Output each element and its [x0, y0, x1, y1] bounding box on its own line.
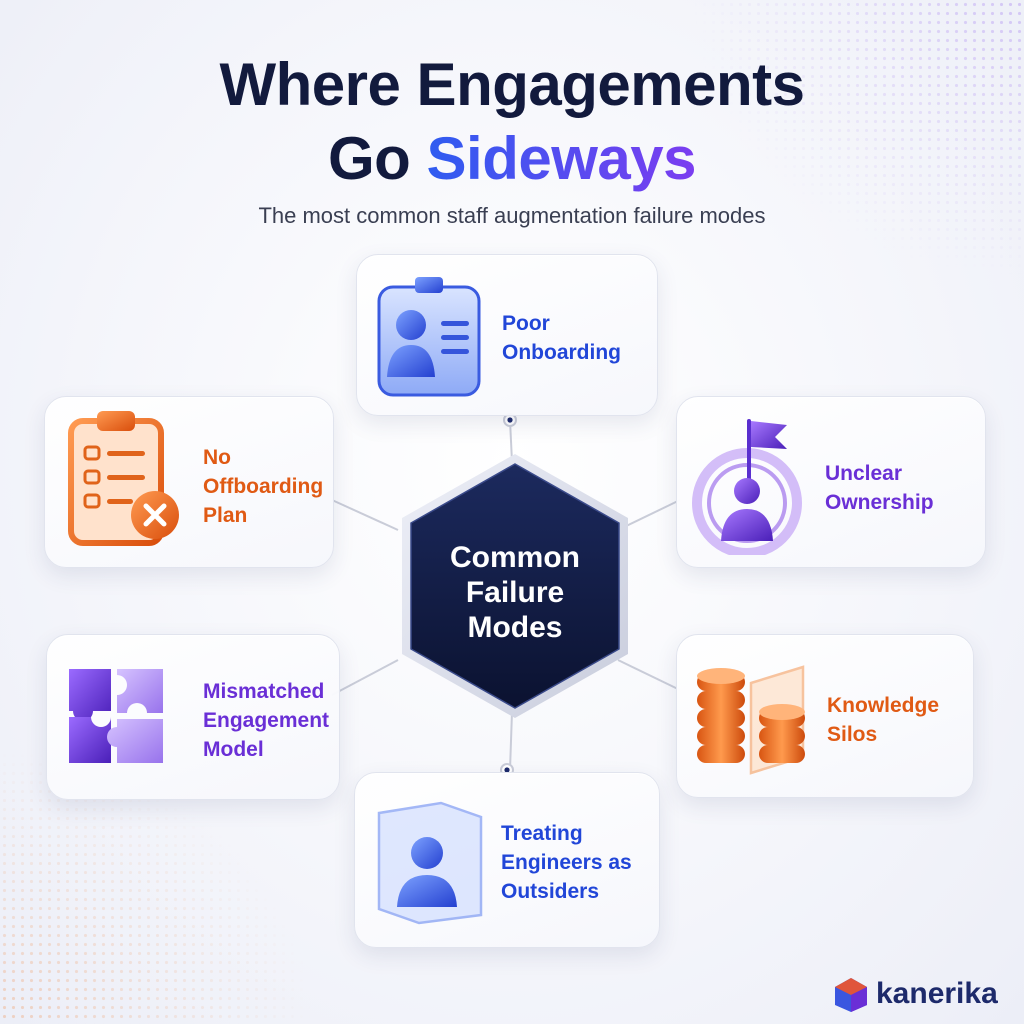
- dot-pattern-top-right: [664, 0, 1024, 300]
- connector-bottom: [509, 711, 513, 771]
- id-badge-icon: [377, 277, 481, 397]
- clipboard-x-icon: [68, 411, 179, 546]
- page-subtitle: The most common staff augmentation failu…: [258, 203, 766, 228]
- flag-person-icon: [692, 419, 802, 555]
- database-stack-icon: [697, 665, 805, 775]
- node-card-no-offboarding-plan: No Offboarding Plan: [44, 396, 334, 568]
- page-title: Where Engagements Go Sideways: [0, 48, 1024, 196]
- connector-bottom-left: [331, 659, 399, 696]
- puzzle-icon: [69, 669, 163, 763]
- connector-top-right: [617, 499, 681, 531]
- center-hexagon: [402, 454, 628, 718]
- brand-logo: kanerika: [832, 974, 1002, 1012]
- node-card-poor-onboarding: Poor Onboarding: [356, 254, 658, 416]
- node-card-knowledge-silos: Knowledge Silos: [676, 634, 974, 798]
- title-line-2: Go Sideways: [0, 122, 1024, 196]
- node-card-unclear-ownership: Unclear Ownership: [676, 396, 986, 568]
- connector-bottom-right: [617, 659, 681, 691]
- kanerika-logo-icon: [835, 978, 867, 1012]
- node-label-no-offboarding: No Offboarding Plan: [203, 446, 324, 527]
- title-line-1: Where Engagements: [219, 51, 805, 118]
- node-label-knowledge-silos: Knowledge Silos: [827, 694, 940, 746]
- person-shield-icon: [377, 801, 483, 925]
- node-label-unclear-ownership: Unclear Ownership: [825, 462, 934, 514]
- node-card-treating-engineers-as-outsiders: Treating Engineers as Outsiders: [354, 772, 660, 948]
- node-label-poor-onboarding: Poor Onboarding: [502, 312, 621, 364]
- connector-top-left: [331, 499, 399, 531]
- connector-top: [509, 419, 513, 463]
- node-card-mismatched-engagement-model: Mismatched Engagement Model: [46, 634, 340, 800]
- title-plain: Go: [328, 125, 427, 192]
- title-accent: Sideways: [426, 125, 697, 192]
- center-label: Common Failure Modes: [450, 541, 580, 644]
- node-label-mismatched-engagement: Mismatched Engagement Model: [203, 680, 330, 761]
- node-label-treating-engineers: Treating Engineers as Outsiders: [501, 822, 632, 903]
- brand-name: kanerika: [876, 977, 998, 1010]
